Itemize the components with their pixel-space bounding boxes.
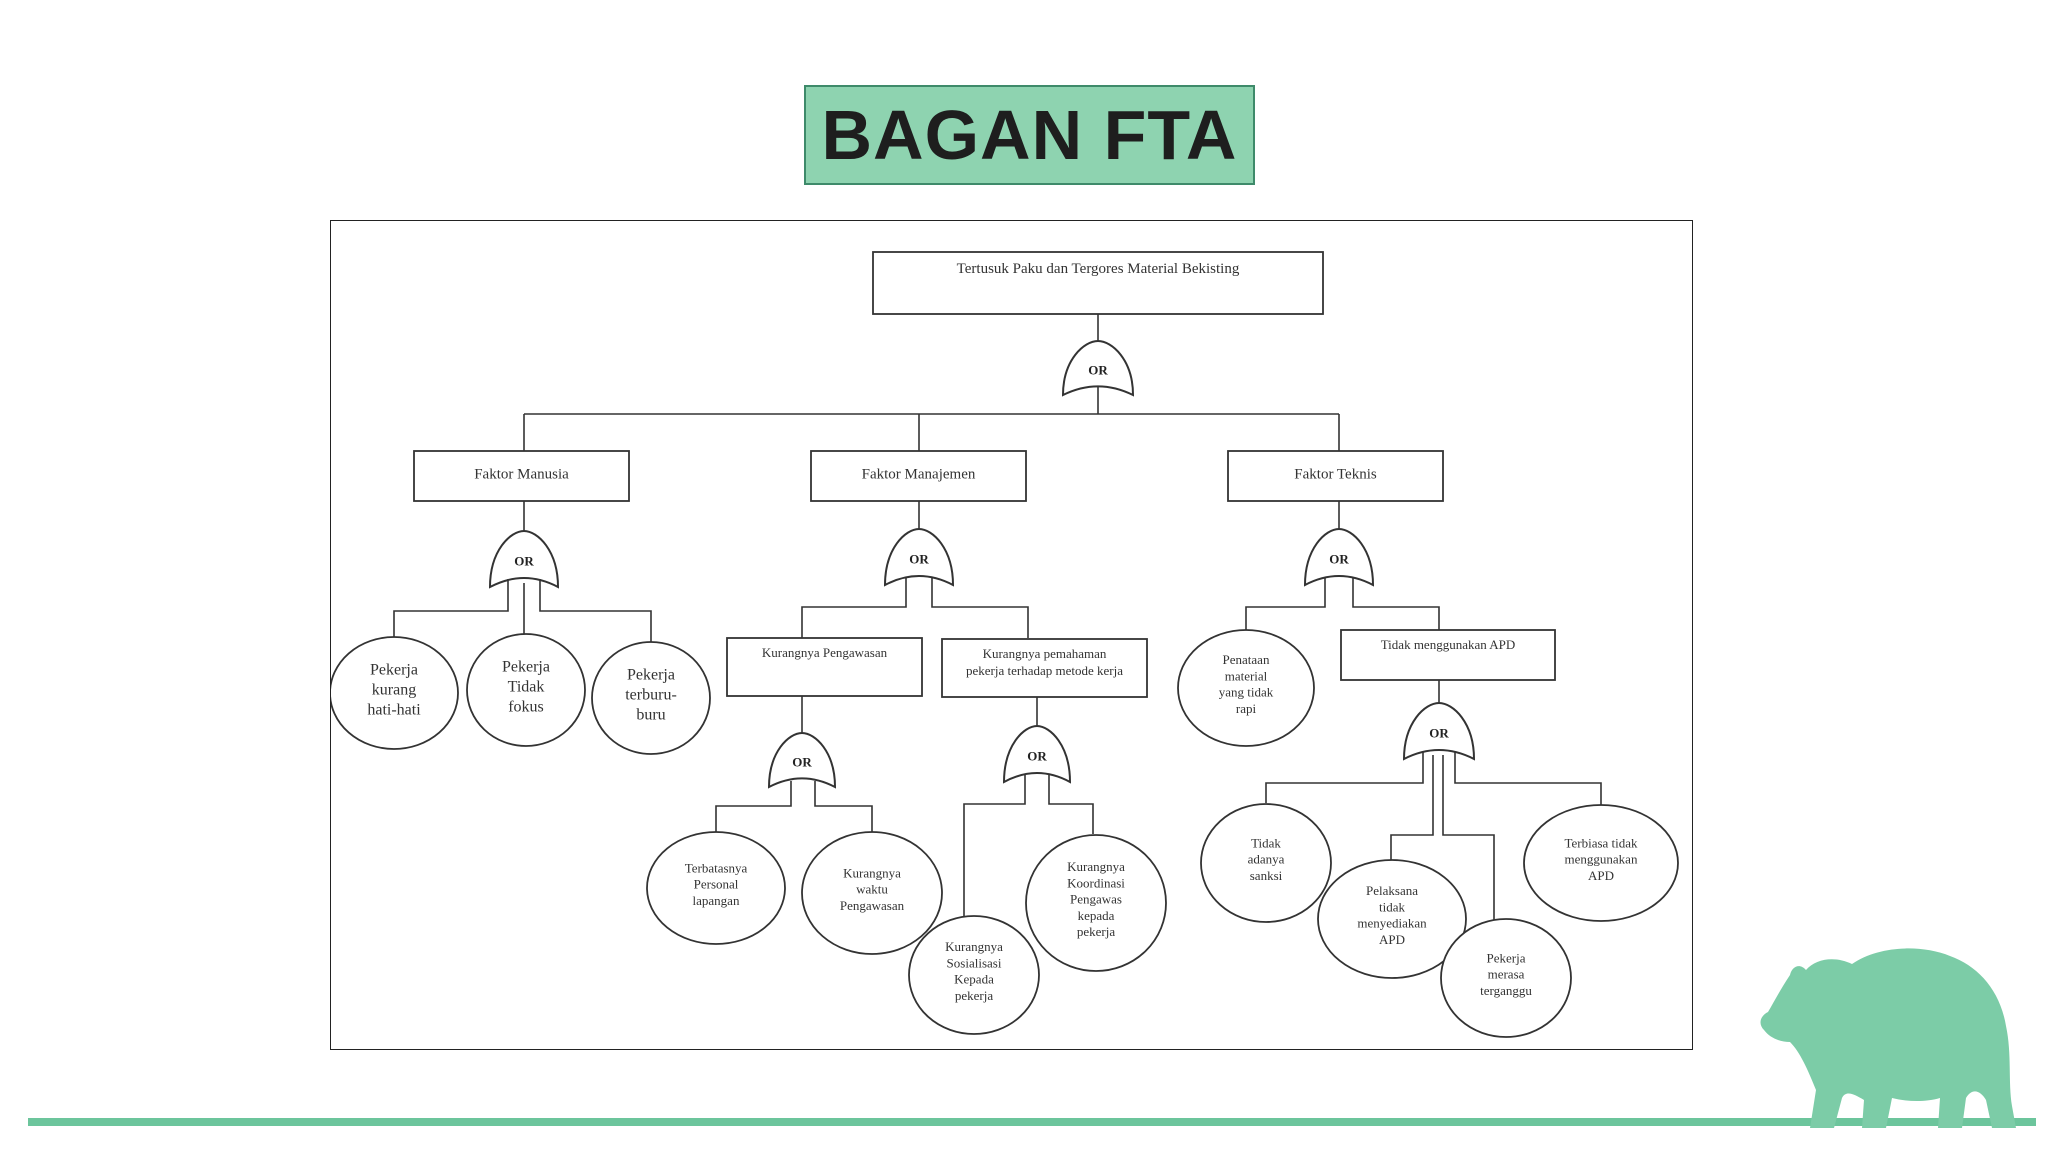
connector-line: [1454, 751, 1602, 806]
or-gate-top: [1061, 339, 1135, 397]
or-gate-manajemen: [883, 527, 955, 587]
connector-line: [931, 577, 1029, 638]
connector-line: [1048, 774, 1094, 834]
top-event-box: [872, 251, 1324, 315]
or-gate-manajemen-label: OR: [909, 552, 929, 567]
or-gate-teknis: [1303, 527, 1375, 587]
pekerja-kurang-hati-event: [331, 636, 459, 750]
fta-diagram-canvas: Tertusuk Paku dan Tergores Material Beki…: [331, 251, 1679, 1038]
bottom-divider: [28, 1118, 2036, 1126]
kurangnya-pengawasan-label: Kurangnya Pengawasan: [762, 645, 888, 660]
or-gate-pengawasan: [767, 731, 837, 789]
tidak-adanya-sanksi-event: [1200, 803, 1332, 923]
tidak-menggunakan-apd-label: Tidak menggunakan APD: [1381, 637, 1516, 652]
connector-line: [814, 781, 873, 834]
or-gate-apd-label: OR: [1429, 726, 1449, 741]
or-gate-pemahaman-label: OR: [1027, 749, 1047, 764]
connector-line: [801, 577, 907, 638]
pekerja-terganggu-event: [1440, 918, 1572, 1038]
or-gate-pemahaman: [1002, 724, 1072, 784]
faktor-manusia-box: [413, 450, 630, 502]
connector-line: [1265, 751, 1424, 803]
faktor-manajemen-label: Faktor Manajemen: [862, 466, 976, 482]
terbiasa-tidak-apd-event: [1523, 804, 1679, 922]
tidak-menggunakan-apd-box: [1340, 629, 1556, 681]
kurangnya-sosialisasi-event: [908, 915, 1040, 1035]
connector-line: [1352, 578, 1440, 630]
or-gate-manusia: [488, 529, 560, 589]
faktor-manusia-label: Faktor Manusia: [474, 466, 569, 482]
faktor-teknis-label: Faktor Teknis: [1294, 466, 1377, 482]
connector-line: [1390, 755, 1434, 861]
connector-line: [1442, 755, 1495, 924]
fta-diagram: Tertusuk Paku dan Tergores Material Beki…: [330, 220, 1693, 1050]
pekerja-terburu-event: [591, 641, 711, 755]
connector-line: [393, 579, 509, 645]
or-gate-teknis-label: OR: [1329, 552, 1349, 567]
or-gate-manusia-label: OR: [514, 554, 534, 569]
slide-title-box: BAGAN FTA: [804, 85, 1255, 185]
penataan-material-event: [1177, 629, 1315, 747]
top-event-label: Tertusuk Paku dan Tergores Material Beki…: [957, 261, 1240, 277]
or-gate-apd: [1402, 701, 1476, 761]
or-gate-top-label: OR: [1088, 362, 1108, 377]
connector-line: [963, 774, 1026, 921]
kurangnya-koordinasi-event: [1025, 834, 1167, 972]
pekerja-tidak-fokus-event: [466, 633, 586, 747]
kurangnya-pemahaman-box: [941, 638, 1148, 698]
connector-line: [539, 579, 652, 647]
slide-title: BAGAN FTA: [821, 96, 1238, 174]
connector-line: [715, 781, 792, 837]
kurangnya-pengawasan-box: [726, 637, 923, 697]
connector-line: [1245, 578, 1326, 633]
bear-icon: [1760, 948, 2016, 1128]
terbatasnya-personal-event: [646, 831, 786, 945]
kurangnya-waktu-event: [801, 831, 943, 955]
or-gate-pengawasan-label: OR: [792, 754, 812, 769]
pelaksana-tidak-apd-event: [1317, 859, 1467, 979]
faktor-teknis-box: [1227, 450, 1444, 502]
